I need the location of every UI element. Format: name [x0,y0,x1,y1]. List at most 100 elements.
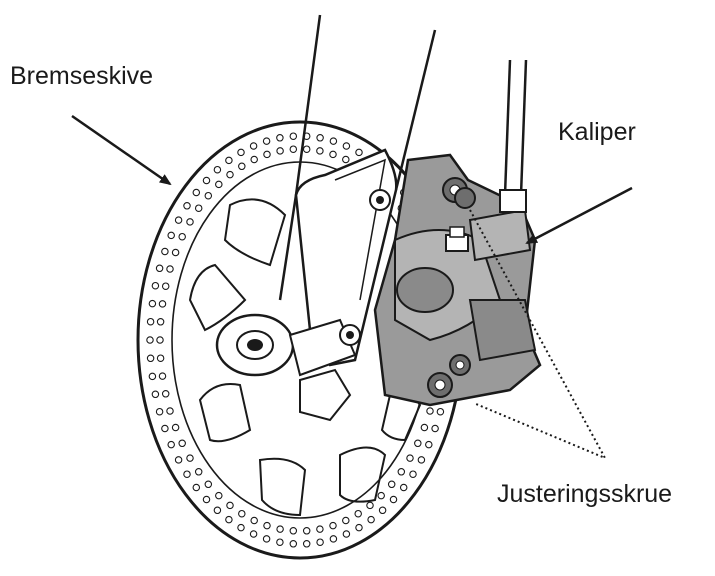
disc-hole [178,232,186,241]
disc-hole [202,176,211,185]
disc-hole [225,156,233,165]
disc-hole [225,515,233,524]
disc-hole [417,456,426,464]
label-adjustment-screw: Justeringsskrue [497,480,673,508]
disc-hole [414,439,422,448]
label-brake-disc: Bremseskive [10,62,154,90]
disc-hole [204,191,213,200]
disc-hole [166,265,174,273]
disc-hole [431,424,439,433]
disc-arrow [71,114,172,186]
disc-hole [192,188,201,197]
brake-hose [499,59,528,213]
disc-hole [148,372,157,381]
disc-hole [302,527,311,535]
disc-hole [263,521,271,530]
disc-hole [354,509,362,518]
disc-hole [316,147,324,155]
disc-hole [158,372,167,380]
disc-hole [276,147,284,155]
disc-hole [289,540,298,548]
disc-hole [342,155,350,164]
disc-hole [183,470,191,478]
disc-hole [329,535,338,543]
disc-hole [194,468,203,476]
disc-hole [151,281,160,290]
disc-hole [329,521,337,530]
disc-hole [367,515,375,524]
disc-hole [387,480,396,489]
caliper-arrow [525,186,633,245]
disc-hole [238,509,246,518]
disc-hole [226,170,234,179]
disc-hole [426,407,434,415]
disc-hole [342,516,350,525]
disc-hole [146,354,155,363]
disc-hole [436,407,445,416]
disc-hole [276,538,284,546]
disc-hole [156,318,165,326]
disc-hole [263,150,271,159]
disc-hole [302,145,311,153]
disc-hole [316,538,324,546]
disc-hole [276,525,284,533]
disc-hole [161,424,169,433]
disc-hole [237,148,245,157]
disc-hole [171,248,180,257]
disc-hole [302,540,311,548]
fork [215,14,437,377]
disc-hole [183,202,191,210]
disc-hole [289,145,298,153]
disc-hole [316,525,324,533]
disc-hole [237,523,245,532]
disc-hole [289,527,298,535]
disc-hole [226,501,234,510]
disc-hole [186,218,194,226]
disc-hole [425,440,433,449]
disc-hole [366,501,374,510]
disc-hole [406,454,414,462]
disc-hole [192,483,201,492]
disc-hole [342,530,351,538]
disc-hole [409,470,417,478]
disc-hole [166,407,174,415]
disc-hole [377,491,385,500]
caliper [373,153,542,407]
disc-hole [397,468,406,476]
disc-hole [250,155,258,164]
disc-hole [399,483,408,492]
disc-hole [161,390,170,398]
disc-hole [276,134,284,142]
disc-hole [146,336,154,344]
disc-hole [171,423,180,432]
disc-hole [262,137,271,145]
disc-hole [174,216,183,224]
label-caliper: Kaliper [558,118,636,146]
disc-hole [215,491,223,500]
disc-hole [161,282,170,290]
disc-hole [213,506,222,515]
disc-hole [378,506,387,515]
disc-hole [155,264,164,273]
disc-hole [156,354,165,362]
disc-hole [262,535,271,543]
disc-hole [146,317,155,326]
disc-hole [420,423,429,432]
disc-hole [389,495,398,504]
disc-hole [249,530,258,538]
disc-hole [316,134,324,142]
disc-hole [167,231,175,240]
disc-hole [158,300,167,308]
disc-hole [178,439,186,448]
disc-hole [161,247,169,256]
disc-hole [329,150,337,159]
disc-hole [215,180,223,189]
disc-hole [329,137,338,145]
disc-hole [148,299,157,308]
disc-hole [204,480,213,489]
disc-hole [355,523,363,532]
disc-hole [194,204,203,212]
disc-hole [289,132,298,140]
disc-hole [250,516,258,525]
